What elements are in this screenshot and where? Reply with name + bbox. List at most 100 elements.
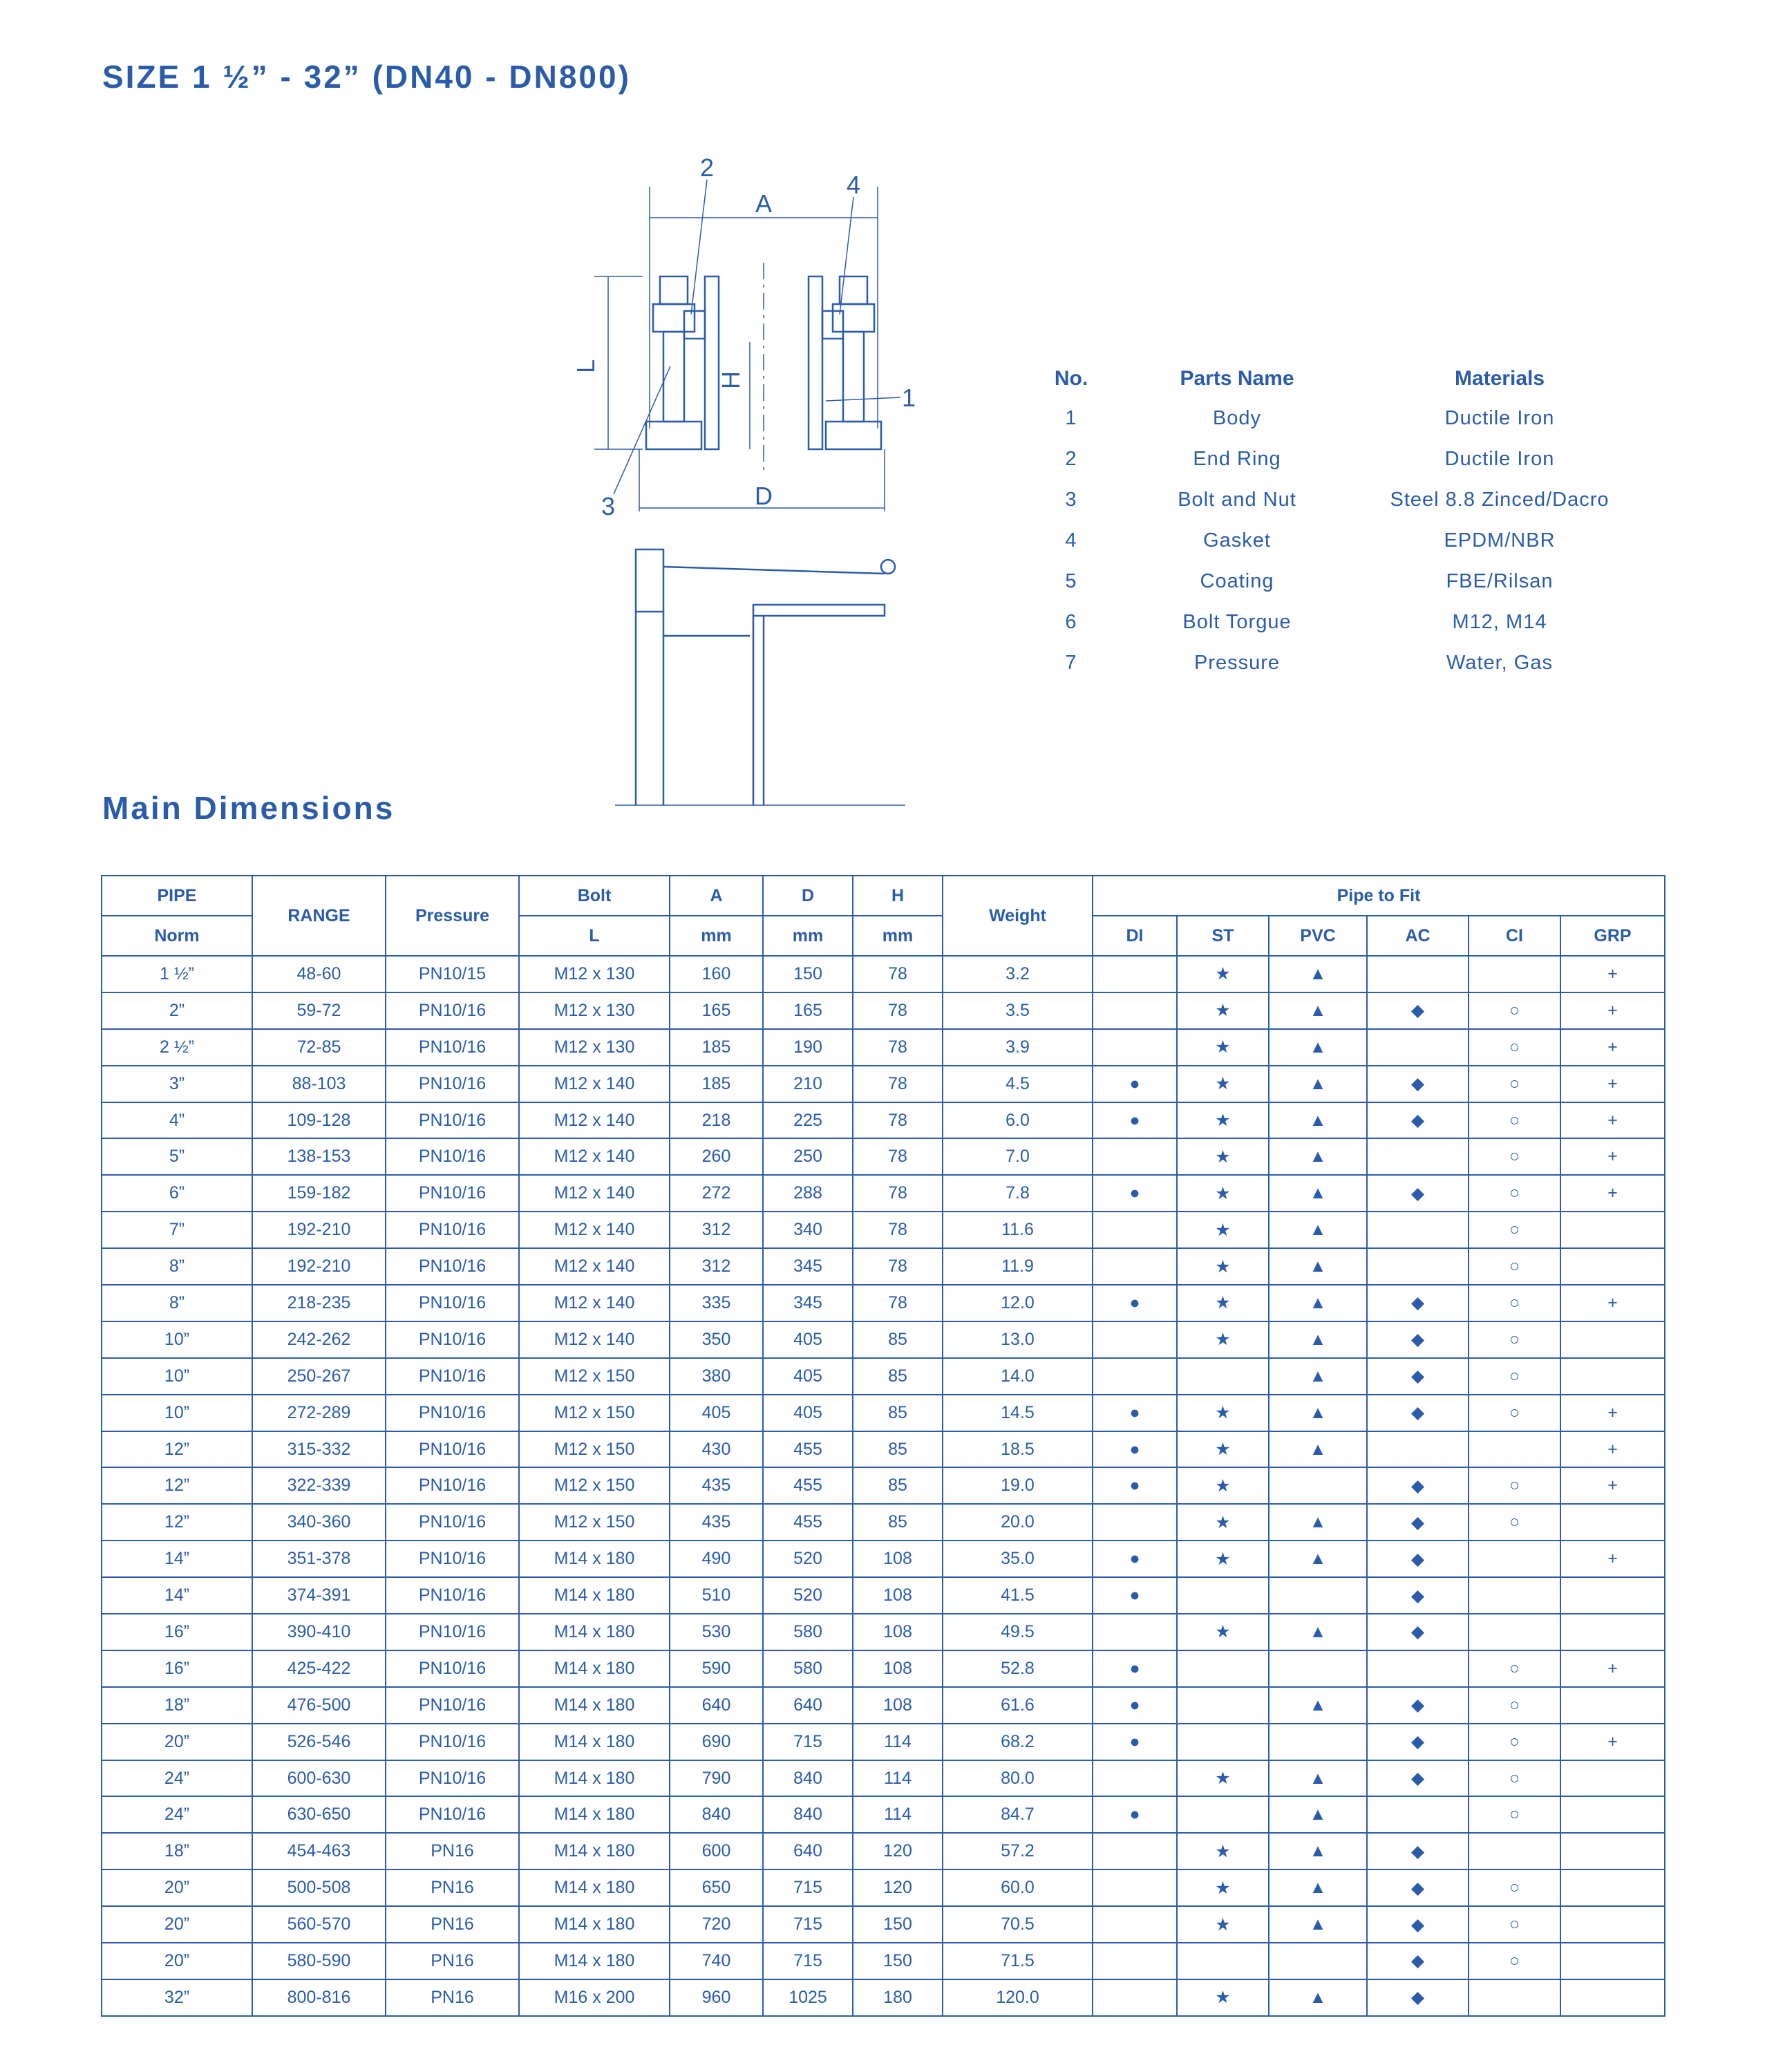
cell-bolt: M12 x 140 (518, 1247, 670, 1286)
cell-h: 108 (852, 1686, 943, 1724)
cell-di (1092, 1905, 1178, 1944)
header-bolt: Bolt (518, 875, 670, 916)
cell-d: 150 (762, 955, 853, 993)
cell-bolt: M12 x 130 (518, 1028, 670, 1066)
cell-di (1092, 1320, 1178, 1359)
cell-di (1092, 1613, 1178, 1651)
cell-grp: + (1559, 1284, 1666, 1322)
cell-d: 345 (762, 1247, 853, 1286)
parts-name: End Ring (1193, 448, 1281, 470)
cell-grp (1559, 1832, 1666, 1871)
cell-a: 435 (669, 1467, 764, 1505)
cell-ac: ◆ (1366, 1576, 1469, 1615)
cell-ac: ◆ (1366, 1393, 1469, 1432)
cell-di: ● (1092, 1174, 1178, 1213)
cell-h: 85 (852, 1430, 943, 1469)
cell-pvc: ▲ (1268, 991, 1368, 1030)
parts-name: Bolt Torgue (1182, 611, 1292, 633)
cell-di (1092, 991, 1178, 1030)
cell-d: 225 (762, 1101, 853, 1140)
cell-ac: ◆ (1366, 1174, 1469, 1213)
cell-bolt: M12 x 150 (518, 1357, 670, 1395)
cell-range: 272-289 (252, 1393, 386, 1432)
cell-range: 526-546 (252, 1722, 386, 1761)
cell-st: ★ (1176, 1467, 1270, 1505)
callout-3: 3 (601, 492, 615, 520)
cell-weight: 41.5 (942, 1576, 1093, 1615)
cell-pressure: PN10/16 (385, 1467, 520, 1505)
cell-norm: 20” (101, 1869, 253, 1908)
cell-weight: 49.5 (942, 1613, 1093, 1651)
cell-pressure: PN10/16 (385, 1064, 520, 1103)
cell-norm: 16” (101, 1649, 253, 1688)
cell-st: ★ (1176, 1613, 1270, 1651)
header-pvc: PVC (1268, 915, 1368, 957)
cell-st: ★ (1176, 1247, 1270, 1286)
cell-ci: ○ (1468, 1467, 1561, 1505)
dimensions-table: PIPE RANGE Pressure Bolt A D H Weight Pi… (101, 875, 1666, 2017)
cell-weight: 20.0 (942, 1503, 1093, 1542)
cell-h: 120 (852, 1869, 943, 1908)
cell-range: 390-410 (252, 1613, 386, 1651)
cell-di (1092, 1832, 1178, 1871)
cell-h: 78 (852, 1138, 943, 1176)
cell-weight: 35.0 (942, 1540, 1093, 1579)
cell-bolt: M16 x 200 (518, 1978, 670, 2017)
cell-pvc: ▲ (1268, 1028, 1368, 1066)
cell-h: 85 (852, 1503, 943, 1542)
cell-di (1092, 1869, 1178, 1908)
cell-bolt: M12 x 140 (518, 1064, 670, 1103)
cell-pressure: PN10/16 (385, 1138, 520, 1176)
cell-di: ● (1092, 1430, 1178, 1469)
cell-a: 790 (669, 1759, 764, 1798)
cell-bolt: M12 x 140 (518, 1101, 670, 1140)
cell-weight: 7.0 (942, 1138, 1093, 1176)
cell-pressure: PN10/16 (385, 1686, 520, 1724)
cell-pvc: ▲ (1268, 1978, 1368, 2017)
parts-material: Ductile Iron (1444, 448, 1555, 470)
cell-norm: 10” (101, 1393, 253, 1432)
cell-range: 48-60 (252, 955, 386, 993)
cell-ci: ○ (1468, 1028, 1561, 1066)
parts-no: 6 (1065, 611, 1077, 633)
cell-pressure: PN16 (385, 1942, 520, 1980)
cell-ci: ○ (1468, 1393, 1561, 1432)
cell-st: ★ (1176, 1174, 1270, 1213)
parts-material: Water, Gas (1446, 652, 1553, 674)
cell-d: 165 (762, 991, 853, 1030)
header-st: ST (1176, 915, 1270, 957)
cell-range: 242-262 (252, 1320, 386, 1359)
cell-ac: ◆ (1366, 1978, 1469, 2017)
cell-pvc (1268, 1576, 1368, 1615)
cell-weight: 52.8 (942, 1649, 1093, 1688)
cell-ac (1366, 1211, 1469, 1250)
cell-ci: ○ (1468, 1320, 1561, 1359)
header-weight: Weight (942, 875, 1093, 957)
cell-ac: ◆ (1366, 991, 1469, 1030)
cell-a: 405 (669, 1393, 764, 1432)
cell-ac: ◆ (1366, 1320, 1469, 1359)
cell-norm: 14” (101, 1576, 253, 1615)
cell-di (1092, 1978, 1178, 2017)
cell-weight: 4.5 (942, 1064, 1093, 1103)
cell-range: 218-235 (252, 1284, 386, 1322)
cell-pvc: ▲ (1268, 1247, 1368, 1286)
cell-bolt: M14 x 180 (518, 1686, 670, 1724)
cell-weight: 7.8 (942, 1174, 1093, 1213)
cell-di (1092, 955, 1178, 993)
cell-grp: + (1559, 955, 1666, 993)
cell-st: ★ (1176, 1978, 1270, 2017)
cell-grp: + (1559, 1467, 1666, 1505)
cell-pvc: ▲ (1268, 1320, 1368, 1359)
page-title: SIZE 1 ½” - 32” (DN40 - DN800) (102, 59, 631, 95)
cell-pvc (1268, 1467, 1368, 1505)
cell-di (1092, 1247, 1178, 1286)
header-a-unit: mm (669, 915, 764, 957)
cell-st: ★ (1176, 1101, 1270, 1140)
cell-di: ● (1092, 1649, 1178, 1688)
cell-ci: ○ (1468, 1649, 1561, 1688)
